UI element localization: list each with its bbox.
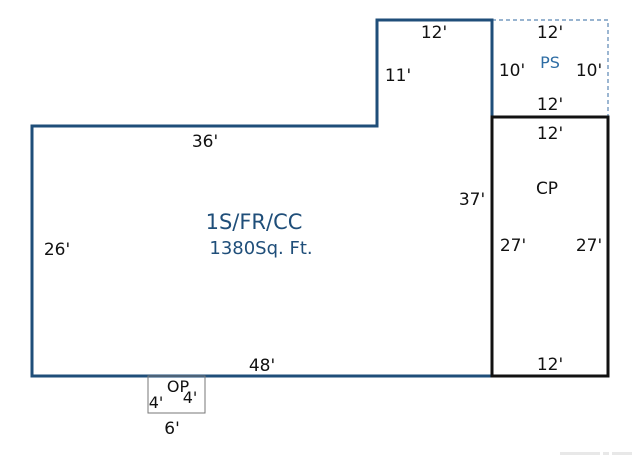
- main-step-side-dimension: 11': [385, 66, 411, 86]
- cp-outline: [490, 115, 610, 378]
- op-bottom-dimension: 6': [164, 419, 180, 439]
- main-area-code: 1S/FR/CC: [206, 210, 303, 234]
- main-top-left-dimension: 36': [192, 132, 218, 152]
- cp-bottom-dimension: 12': [537, 355, 563, 375]
- main-right-dimension: 37': [459, 190, 485, 210]
- cp-area-code: CP: [536, 179, 558, 199]
- main-left-dimension: 26': [44, 240, 70, 260]
- ps-left-dimension: 10': [499, 61, 525, 81]
- op-right-dimension: 4': [183, 388, 198, 407]
- op-outline: [147, 375, 206, 414]
- op-area-code: OP: [167, 377, 190, 396]
- main-area-size: 1380Sq. Ft.: [209, 238, 312, 259]
- main-building-outline: [30, 18, 494, 378]
- ps-outline: [492, 19, 609, 117]
- watermark-mark: [560, 452, 632, 455]
- ps-right-dimension: 10': [576, 61, 602, 81]
- cp-left-dimension: 27': [500, 236, 526, 256]
- main-bottom-dimension: 48': [249, 356, 275, 376]
- main-top-right-dimension: 12': [421, 23, 447, 43]
- ps-area-code: PS: [540, 53, 560, 72]
- cp-top-dimension: 12': [537, 124, 563, 144]
- cp-right-dimension: 27': [576, 236, 602, 256]
- ps-bottom-dimension: 12': [537, 95, 563, 115]
- op-left-dimension: 4': [149, 393, 164, 412]
- ps-top-dimension: 12': [537, 23, 563, 43]
